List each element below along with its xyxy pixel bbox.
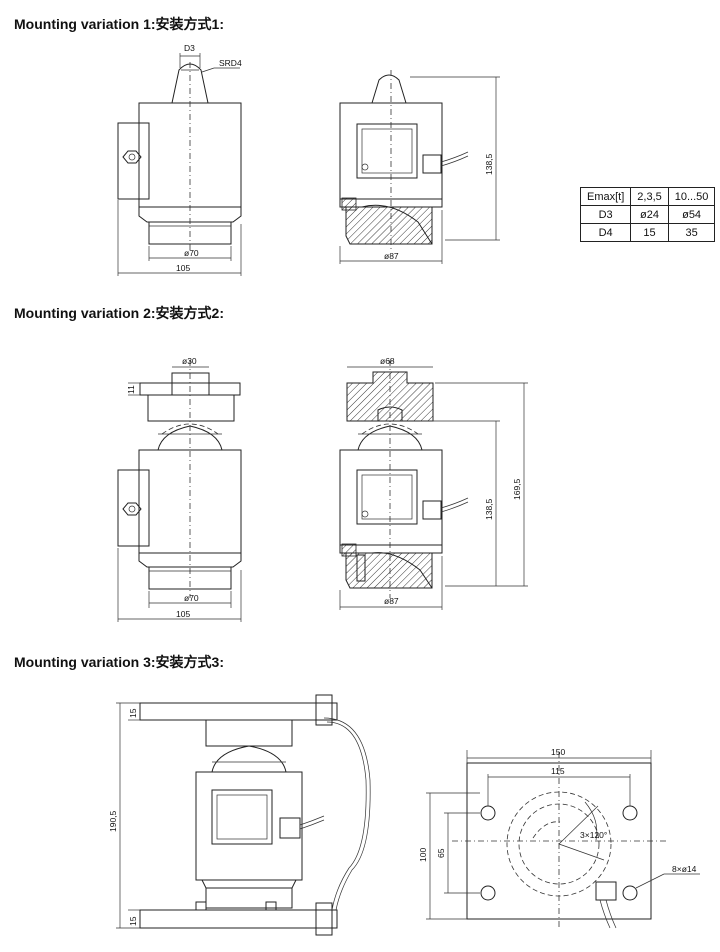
table-cell: D3 <box>579 205 632 224</box>
dim-105: 105 <box>176 263 190 273</box>
table-cell: 35 <box>667 223 716 242</box>
dim-138-5: 138,5 <box>484 153 494 175</box>
table-header-row: Emax[t] 2,3,5 10...50 <box>579 187 716 206</box>
dim-11: 11 <box>126 385 136 394</box>
dim-3x120: 3×120° <box>580 830 607 840</box>
section2-front-view: ø30 11 ø70 105 <box>117 356 242 622</box>
section1-side-view: 138,5 ø87 <box>339 70 500 264</box>
dim-dia87-2: ø87 <box>384 596 399 606</box>
dim-15-top: 15 <box>128 708 138 718</box>
dim-dia70: ø70 <box>184 248 199 258</box>
dim-dia87: ø87 <box>384 251 399 261</box>
table-cell: ø54 <box>667 205 716 224</box>
dim-115: 115 <box>551 766 565 776</box>
dim-100: 100 <box>418 848 428 862</box>
section3-top-view: 3×120° 150 115 100 65 8×ø14 <box>418 747 700 930</box>
table-row: D4 15 35 <box>579 223 716 242</box>
dim-105-2: 105 <box>176 609 190 619</box>
section2-side-view: ø68 138,5 169,5 ø87 <box>339 356 528 610</box>
table-cell: 10...50 <box>667 187 716 206</box>
dim-15-bottom: 15 <box>128 916 138 926</box>
section-title-1: Mounting variation 1:安装方式1: <box>14 16 224 32</box>
section1-front-view: D3 SRD4 ø70 105 <box>117 43 242 276</box>
capacity-table: Emax[t] 2,3,5 10...50 D3 ø24 ø54 D4 15 3… <box>579 187 716 242</box>
dim-dia68: ø68 <box>380 356 395 366</box>
section3-assembly-view: 190,5 15 15 <box>108 694 371 936</box>
section-title-2: Mounting variation 2:安装方式2: <box>14 305 224 321</box>
dim-65: 65 <box>436 848 446 858</box>
table-cell: 15 <box>630 223 669 242</box>
dim-138-5-2: 138,5 <box>484 498 494 520</box>
dim-dia70-2: ø70 <box>184 593 199 603</box>
table-cell: 2,3,5 <box>630 187 669 206</box>
dim-150: 150 <box>551 747 565 757</box>
dim-169-5: 169,5 <box>512 478 522 500</box>
section-title-3: Mounting variation 3:安装方式3: <box>14 654 224 670</box>
dim-dia30: ø30 <box>182 356 197 366</box>
dim-d3: D3 <box>184 43 195 53</box>
dim-holes: 8×ø14 <box>672 864 697 874</box>
dim-190-5: 190,5 <box>108 810 118 832</box>
dim-srd4: SRD4 <box>219 58 242 68</box>
